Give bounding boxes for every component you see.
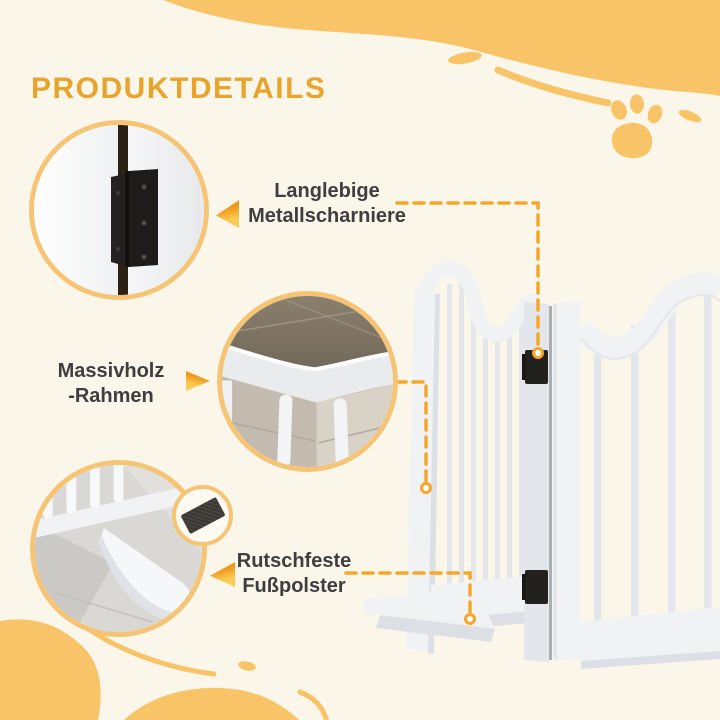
gate-right-panel xyxy=(572,272,720,669)
gate-metal-hinges xyxy=(522,350,548,604)
arrow-right-icon xyxy=(186,371,210,391)
callout-photo-footpad xyxy=(30,460,207,637)
label-hinge-line1: Langlebige xyxy=(274,180,380,202)
gate-support-foot xyxy=(363,588,495,642)
label-footpad-line2: Fußpolster xyxy=(242,575,346,597)
anti-slip-pad-swatch xyxy=(179,496,226,535)
paw-icon xyxy=(611,94,663,159)
gate-hinge-stiles xyxy=(524,301,581,662)
bottom-wave-left xyxy=(0,619,101,720)
callout-photo-frame xyxy=(217,291,398,472)
connector-line-frame xyxy=(394,380,428,484)
callout-photo-pad-swatch xyxy=(172,485,233,546)
connector-dot-frame xyxy=(420,482,432,494)
callout-label-frame: Massivholz -Rahmen xyxy=(28,359,194,409)
wave-accent-swoosh xyxy=(494,66,612,107)
bottom-accent-tail xyxy=(297,689,329,720)
callout-label-hinge: Langlebige Metallscharniere xyxy=(230,179,424,229)
support-foot-closeup-image xyxy=(35,465,202,632)
wood-frame-closeup-image xyxy=(222,296,393,467)
connector-dot-hinge xyxy=(532,347,544,359)
hinge-closeup-image xyxy=(34,125,204,295)
bottom-accent-sliver xyxy=(238,661,256,671)
wave-accent-sliver2 xyxy=(678,109,702,123)
callout-label-footpad: Rutschfeste Fußpolster xyxy=(218,549,370,599)
label-hinge-line2: Metallscharniere xyxy=(248,205,406,227)
label-frame-line1: Massivholz xyxy=(57,360,165,382)
label-footpad-line1: Rutschfeste xyxy=(236,550,352,572)
arrow-left-icon xyxy=(216,200,239,228)
callout-photo-hinge xyxy=(29,120,209,300)
gate-left-panel xyxy=(406,260,540,654)
wave-accent-sliver xyxy=(448,51,482,65)
page-title: PRODUKTDETAILS xyxy=(31,72,327,106)
bottom-wave-crest xyxy=(124,687,299,720)
connector-dot-footpad xyxy=(464,613,476,625)
label-frame-line2: -Rahmen xyxy=(68,385,154,407)
